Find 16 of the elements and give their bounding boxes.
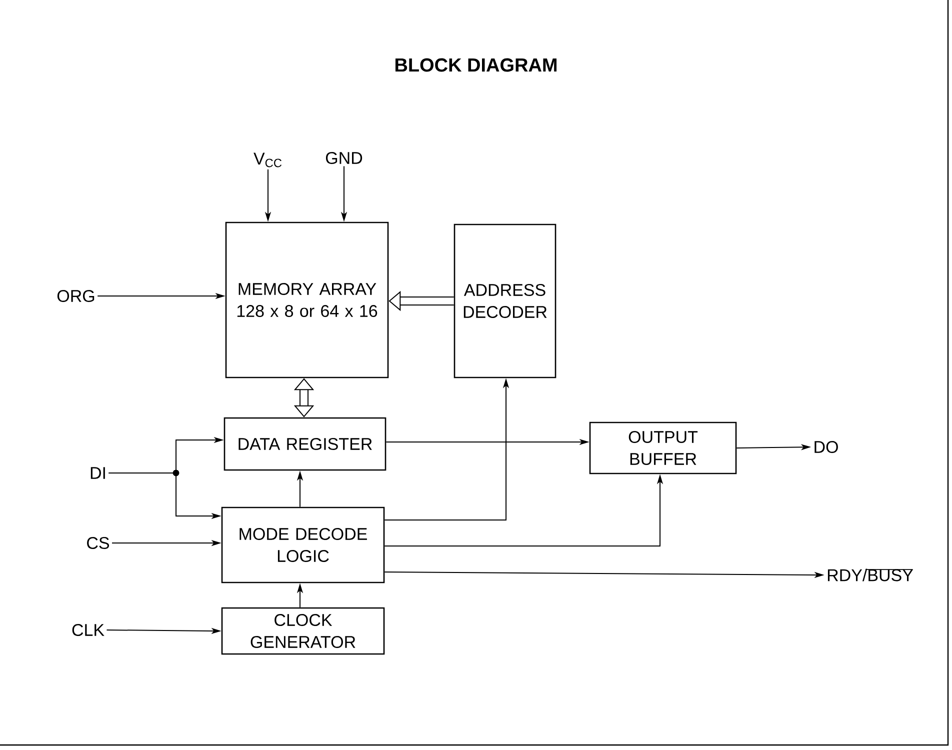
block-box: MEMORY ARRAY 128 x 8 or 64 x 16 <box>225 222 389 378</box>
block-box: DATA REGISTER <box>224 417 386 471</box>
block-box: MODE DECODE LOGIC <box>221 506 385 584</box>
signal-label: GND <box>326 152 362 164</box>
signal-label: V$_{CC}$ <box>254 152 282 168</box>
block-box: OUTPUT BUFFER <box>589 422 737 474</box>
title: BLOCK DIAGRAM <box>395 58 556 72</box>
signal-label: CLK <box>72 624 104 636</box>
signal-label: CS <box>87 537 110 550</box>
signal-label: DI <box>90 467 105 479</box>
block-box: CLOCK GENERATOR <box>221 607 385 655</box>
bus-arrow <box>294 378 314 418</box>
signal-label: DO <box>814 440 838 454</box>
signal-label: RDY/BUSY <box>828 568 914 582</box>
signal-label: ORG <box>57 290 94 302</box>
block-box: ADDRESS DECODER <box>454 224 556 378</box>
